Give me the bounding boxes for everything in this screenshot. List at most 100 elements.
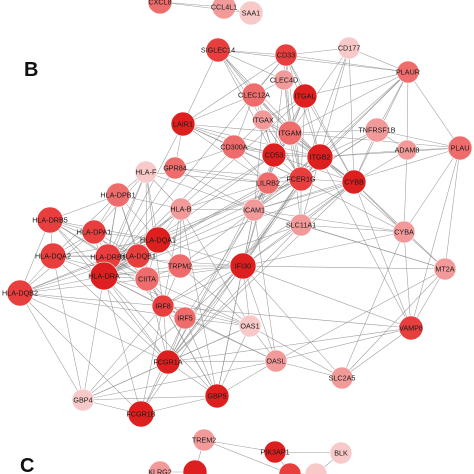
network_b-edge	[253, 209, 277, 362]
network_b-edge	[182, 94, 255, 125]
network_top-node-cxcl8: CXCL8	[147, 0, 173, 15]
node-circle	[274, 43, 298, 67]
node-circle	[204, 383, 230, 409]
network_b-edge	[182, 123, 321, 158]
network_b-node-icam1: ICAM1	[242, 198, 266, 222]
network_b-edge	[253, 209, 405, 233]
node-circle	[289, 213, 313, 237]
node-circle	[134, 266, 160, 292]
node-circle	[341, 169, 367, 195]
node-circle	[134, 160, 158, 184]
network_b-node-hla-dpb1: HLA-DPB1	[100, 182, 136, 208]
node-label: FCER1G	[286, 175, 316, 184]
network_b-node-fcgr1a: FCGR1A	[153, 349, 183, 375]
node-label: CIITA	[138, 275, 156, 284]
node-label: SLC2A5	[329, 374, 356, 383]
network_b-edge	[162, 305, 251, 327]
network_b-edge	[182, 54, 287, 125]
network_b-edge	[341, 231, 405, 379]
node-circle	[364, 117, 390, 143]
node-label: PIK3AP1	[260, 448, 289, 457]
node-label: HLA-DRB1	[90, 253, 126, 262]
network_b-edge	[162, 181, 355, 307]
node-label: CYBB	[344, 178, 364, 187]
network_b-edge	[403, 147, 461, 233]
network_b-edge	[162, 265, 244, 307]
network_b-edge	[300, 224, 446, 270]
node-label: LAIR1	[173, 120, 193, 129]
node-label: CD33	[277, 51, 295, 60]
node-label: CD177	[338, 44, 360, 53]
network_b-edge	[253, 181, 355, 211]
node-circle	[127, 400, 155, 428]
network_b-node-hla-f: HLA-F	[134, 160, 158, 184]
network_b-node-itgb2: ITGB2	[306, 143, 334, 171]
network_b-edge	[216, 325, 251, 397]
node-circle	[433, 257, 457, 281]
node-label: CLEC4D	[270, 76, 298, 85]
node-label: HLA-DRB5	[32, 216, 68, 225]
network_c-node-trem2: TREM2	[192, 428, 216, 452]
node-circle	[71, 388, 95, 412]
node-label: TRPM2	[168, 262, 192, 271]
network_b-edge	[157, 239, 244, 267]
node-circle	[329, 441, 353, 465]
node-label: FCGR1A	[153, 358, 182, 367]
node-label: SIGLEC14	[201, 46, 235, 55]
network_b-node-oas1: OAS1	[238, 314, 262, 338]
node-circle	[163, 156, 187, 180]
node-circle	[261, 142, 287, 168]
network_b-edge	[180, 182, 269, 210]
node-label: TREM2	[192, 436, 216, 445]
node-label: CYBA	[394, 228, 414, 237]
network_b-edge	[179, 224, 302, 267]
node-circle	[81, 219, 107, 245]
network_b-edge	[253, 71, 409, 211]
network_b-edge	[103, 209, 255, 277]
network_b-edge	[184, 317, 277, 362]
node-circle	[144, 226, 172, 254]
node-circle	[288, 166, 314, 192]
network_b-node-itgal: ITGAL	[292, 83, 318, 109]
node-label: HLA-DRA	[88, 272, 120, 281]
network_b-edge	[146, 265, 244, 280]
network_b-edge	[253, 94, 302, 180]
node-label: OAS1	[240, 322, 259, 331]
network_b-edge	[319, 147, 461, 158]
network_b-edge	[103, 275, 218, 397]
network_b-edge	[103, 275, 251, 327]
network_b-edge	[82, 361, 169, 401]
node-circle	[39, 242, 67, 270]
network_b-edge	[249, 325, 343, 379]
node-circle	[304, 462, 328, 474]
node-label: CD53	[265, 151, 283, 160]
network_b-edge	[82, 305, 164, 401]
node-circle	[173, 306, 197, 330]
network_b-edge	[167, 181, 355, 363]
network_b-edge	[167, 265, 244, 363]
node-circle	[211, 0, 237, 20]
network_b-edge	[341, 268, 446, 379]
network_b-edge	[275, 327, 412, 362]
node-circle	[396, 60, 420, 84]
node-label: IRF8	[155, 302, 171, 311]
network_b-edge	[52, 255, 84, 401]
network_b-edge	[275, 360, 343, 379]
network_b-edge	[242, 231, 405, 267]
network_b-edge	[19, 256, 109, 294]
node-circle	[241, 82, 267, 108]
node-label: ADAM8	[395, 146, 420, 155]
node-label: OASL	[266, 357, 285, 366]
node-label: HLA-B	[170, 205, 191, 214]
node-label: SAA1	[242, 9, 260, 18]
network_b-edge	[353, 181, 412, 329]
network_b-node-hla-dqb1: HLA-DQB1	[120, 243, 156, 269]
node-circle	[170, 111, 196, 137]
node-label: CD300A	[220, 143, 247, 152]
network_b-node-hla-dqa1: HLA-DQA1	[140, 226, 176, 254]
network_b-edge	[319, 47, 350, 158]
network_b-edge	[145, 171, 255, 211]
node-label: MT2A	[435, 265, 454, 274]
network_top-edge	[159, 1, 252, 14]
node-circle	[277, 120, 303, 146]
